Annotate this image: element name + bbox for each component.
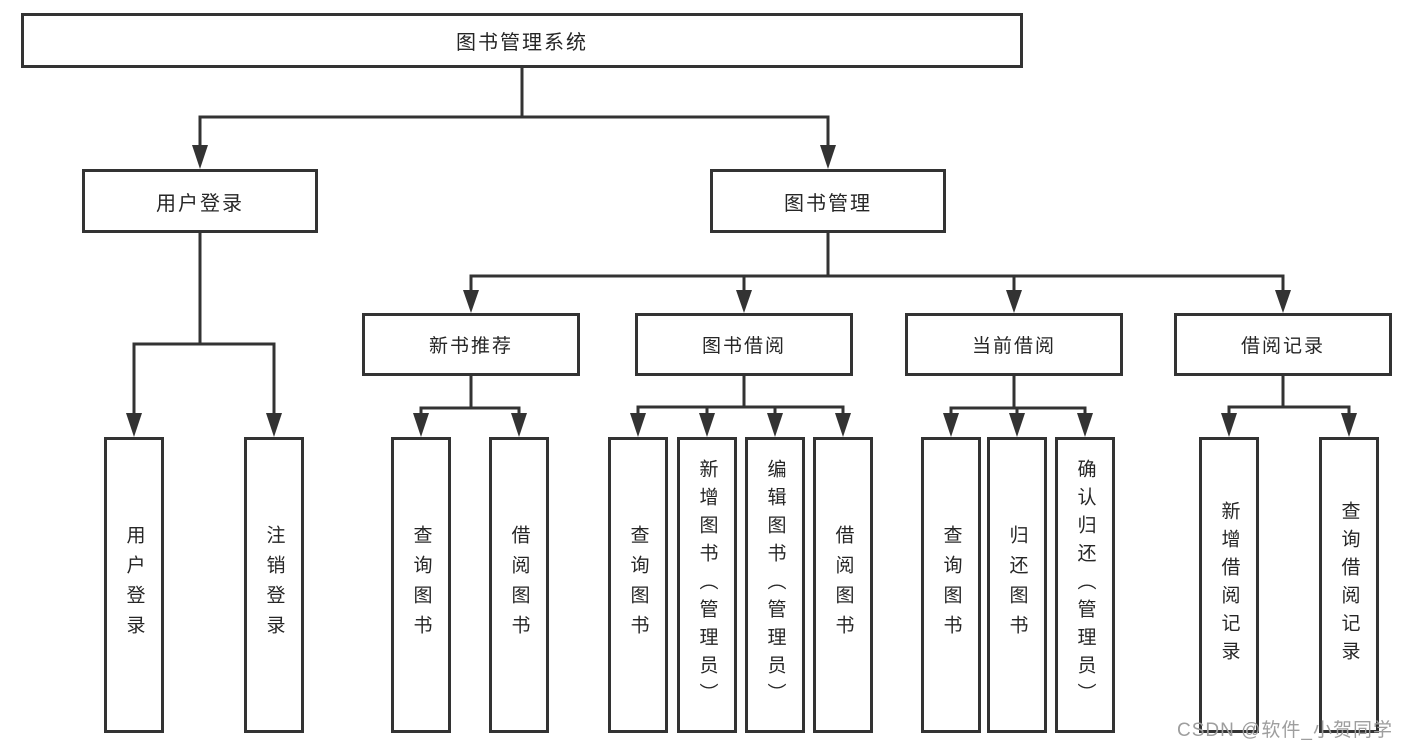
node-root: 图书管理系统 (21, 13, 1023, 68)
connector-borrow-record (1221, 376, 1357, 437)
connector-new-book-rec (413, 376, 527, 437)
leaf-query-book-borrow: 查询图书 (608, 437, 668, 733)
connector-book-borrow (630, 376, 851, 437)
node-borrow-record: 借阅记录 (1174, 313, 1392, 376)
leaf-logout: 注销登录 (244, 437, 304, 733)
leaf-borrow-book-rec: 借阅图书 (489, 437, 549, 733)
leaf-add-book-admin: 新增图书（管理员） (677, 437, 737, 733)
node-book-mgmt: 图书管理 (710, 169, 946, 233)
leaf-query-book-current: 查询图书 (921, 437, 981, 733)
connector-root (192, 68, 836, 169)
node-new-book-rec: 新书推荐 (362, 313, 580, 376)
watermark: CSDN @软件_小贺同学 (1177, 720, 1393, 741)
leaf-confirm-return-admin: 确认归还（管理员） (1055, 437, 1115, 733)
leaf-add-borrow-record: 新增借阅记录 (1199, 437, 1259, 733)
leaf-return-book: 归还图书 (987, 437, 1047, 733)
connector-user-login (126, 233, 282, 437)
node-user-login: 用户登录 (82, 169, 318, 233)
connector-book-mgmt (463, 233, 1291, 313)
leaf-query-book-rec: 查询图书 (391, 437, 451, 733)
leaf-edit-book-admin: 编辑图书（管理员） (745, 437, 805, 733)
node-book-borrow: 图书借阅 (635, 313, 853, 376)
connector-current-borrow (943, 376, 1093, 437)
leaf-query-borrow-record: 查询借阅记录 (1319, 437, 1379, 733)
node-current-borrow: 当前借阅 (905, 313, 1123, 376)
leaf-borrow-book-borrow: 借阅图书 (813, 437, 873, 733)
leaf-user-login: 用户登录 (104, 437, 164, 733)
